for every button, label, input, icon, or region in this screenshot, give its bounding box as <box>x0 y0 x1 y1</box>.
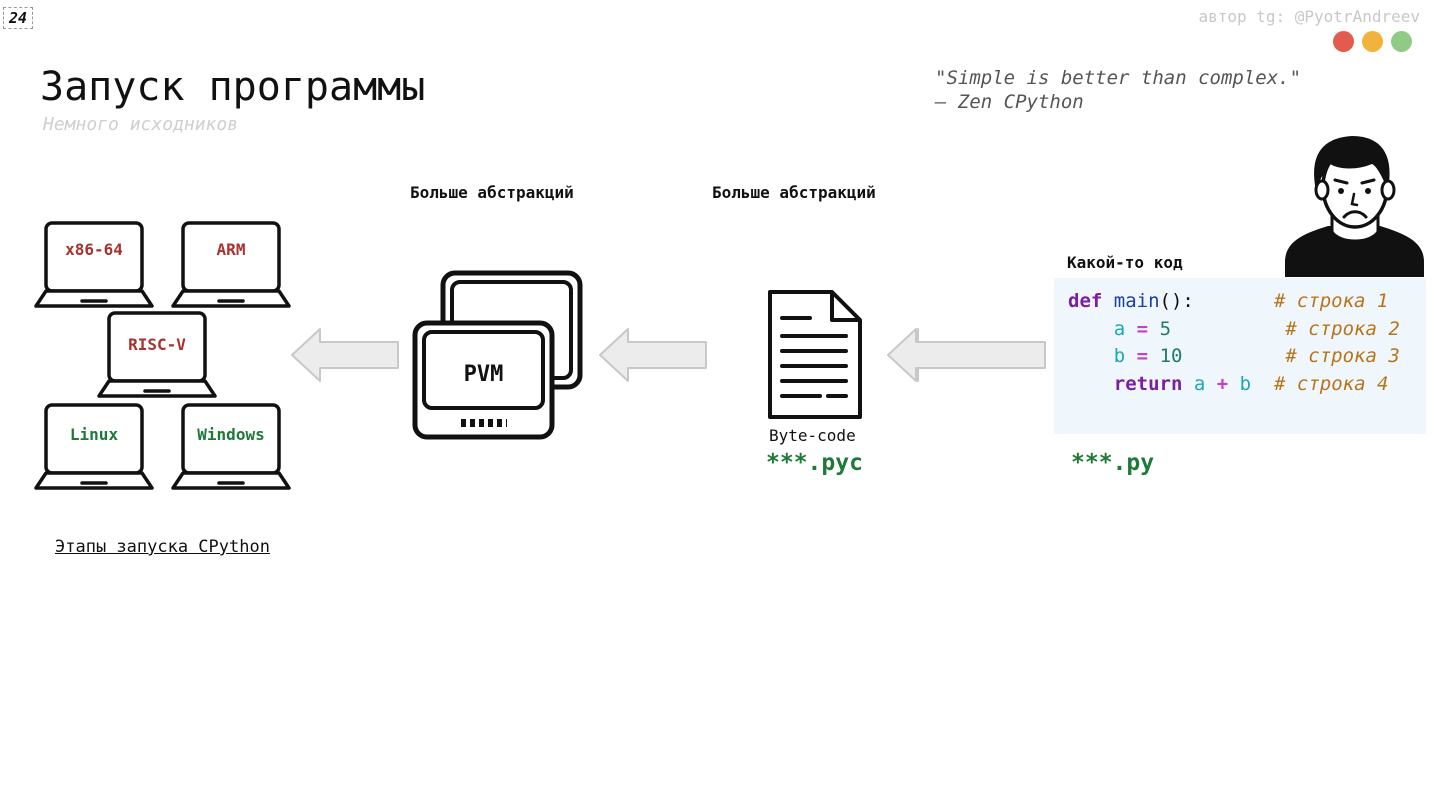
code-var: a <box>1193 373 1206 396</box>
green-dot-icon <box>1391 31 1412 52</box>
platform-label-riscv: RISC-V <box>128 335 186 354</box>
yellow-dot-icon <box>1362 31 1383 52</box>
code-block <box>1054 278 1426 434</box>
code-op: = <box>1136 317 1149 340</box>
code-comment: # строка 2 <box>1285 317 1400 340</box>
code-var: b <box>1239 373 1252 396</box>
code-comment: # строка 4 <box>1274 373 1389 396</box>
laptop-icon <box>34 221 154 308</box>
quote-source: — Zen CPython <box>935 91 1084 113</box>
pvm-icon <box>412 270 583 440</box>
code-op: = <box>1136 345 1149 368</box>
platform-label-arm: ARM <box>216 240 246 259</box>
code-comment: # строка 1 <box>1273 290 1389 312</box>
quote: "Simple is better than complex." — Zen C… <box>935 66 1301 114</box>
arrow-left-icon <box>599 328 707 382</box>
quote-text: "Simple is better than complex." <box>935 67 1302 89</box>
arrow-left-icon <box>291 328 399 382</box>
code-number: 5 <box>1159 317 1172 340</box>
laptop-icon <box>97 311 217 398</box>
bytecode-extension: ***.pyc <box>766 450 863 476</box>
abstraction-label-left: Больше абстракций <box>410 183 574 202</box>
laptop-icon <box>34 403 154 490</box>
code-comment: # строка 3 <box>1285 345 1400 368</box>
code-label: Какой-то код <box>1067 253 1183 272</box>
author-credit: автор tg: @PyotrAndreev <box>1198 7 1420 26</box>
code-lines: def main(): # строка 1 a = 5 # строка 2 … <box>1068 288 1400 399</box>
code-var: b <box>1113 345 1126 368</box>
platform-label-x86: x86-64 <box>65 240 123 259</box>
code-op: + <box>1216 373 1229 396</box>
code-var: a <box>1113 317 1126 340</box>
source-extension: ***.py <box>1071 450 1155 476</box>
laptop-icon <box>171 221 291 308</box>
code-keyword: return <box>1113 373 1183 396</box>
sad-person-icon <box>1285 136 1424 277</box>
platform-label-windows: Windows <box>197 425 265 444</box>
platform-label-linux: Linux <box>69 425 119 444</box>
laptop-icon <box>171 403 291 490</box>
abstraction-label-right: Больше абстракций <box>712 183 876 202</box>
document-icon <box>768 290 862 419</box>
slide-number: 24 <box>3 7 34 29</box>
code-keyword: def <box>1068 290 1103 312</box>
red-dot-icon <box>1333 31 1354 52</box>
diagram-caption[interactable]: Этапы запуска CPython <box>55 537 270 557</box>
code-number: 10 <box>1159 345 1183 368</box>
pvm-label: PVM <box>463 362 504 387</box>
page-subtitle: Немного исходников <box>43 114 239 135</box>
page-title: Запуск программы <box>40 64 426 110</box>
code-punct: (): <box>1159 290 1194 312</box>
bytecode-label: Byte-code <box>769 426 856 445</box>
arrow-left-icon <box>887 328 1046 382</box>
code-function: main <box>1113 290 1160 312</box>
